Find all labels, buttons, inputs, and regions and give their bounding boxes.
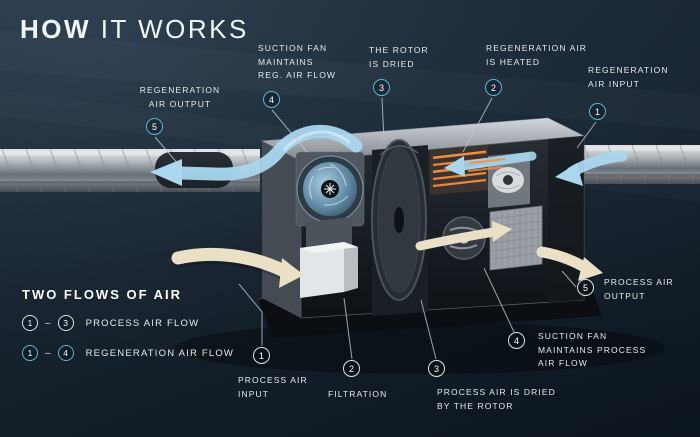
suction-fan-regeneration bbox=[295, 151, 365, 227]
regeneration-airflow-arrows bbox=[150, 124, 628, 186]
label-rotor-dried: THE ROTOR IS DRIED bbox=[369, 45, 429, 69]
honeycomb-filter bbox=[489, 205, 543, 271]
label-process-output: PROCESS AIR OUTPUT bbox=[604, 277, 674, 301]
callout-circle-process-input: 1 bbox=[253, 347, 270, 364]
callout-circle-suction-fan-regen: 4 bbox=[263, 91, 280, 108]
callout-number: 2 bbox=[348, 363, 354, 374]
callout-number: 4 bbox=[268, 94, 274, 105]
callout-lines bbox=[154, 97, 597, 360]
title-rest: IT WORKS bbox=[91, 14, 249, 44]
label-regen-heated: REGENERATION AIR IS HEATED bbox=[486, 43, 588, 67]
legend-number: 1 bbox=[27, 318, 33, 328]
legend-circle-process-end: 3 bbox=[57, 315, 74, 331]
regeneration-blower bbox=[488, 152, 530, 208]
legend-number: 3 bbox=[63, 318, 68, 328]
legend-row-process: 1 – 3 PROCESS AIR FLOW bbox=[22, 315, 199, 331]
callout-circle-regen-output: 5 bbox=[146, 118, 163, 135]
legend-dash: – bbox=[45, 347, 51, 359]
process-airflow-arrows bbox=[171, 221, 603, 288]
callout-number: 3 bbox=[378, 82, 384, 93]
legend-label-regeneration: REGENERATION AIR FLOW bbox=[85, 347, 235, 359]
callout-number: 2 bbox=[490, 82, 496, 93]
callout-number: 5 bbox=[582, 282, 588, 293]
label-regeneration-air-output: REGENERATION AIR OUTPUT bbox=[139, 85, 221, 109]
callout-number: 3 bbox=[433, 363, 439, 374]
legend-dash: – bbox=[45, 317, 51, 329]
callout-number: 4 bbox=[513, 335, 519, 346]
label-suction-fan-process: SUCTION FAN MAINTAINS PROCESS AIR FLOW bbox=[538, 331, 647, 369]
callout-number: 5 bbox=[151, 121, 157, 132]
callout-circle-suction-fan-process: 4 bbox=[508, 332, 525, 349]
callout-circle-rotor-dried: 3 bbox=[373, 79, 390, 96]
callout-circle-filtration: 2 bbox=[343, 360, 360, 377]
machine-body bbox=[260, 117, 586, 319]
legend-row-regeneration: 1 – 4 REGENERATION AIR FLOW bbox=[22, 345, 234, 361]
label-process-dried: PROCESS AIR IS DRIED BY THE ROTOR bbox=[437, 387, 556, 411]
legend-number: 1 bbox=[27, 348, 33, 358]
label-process-input: PROCESS AIR INPUT bbox=[238, 375, 308, 399]
legend-circle-process-start: 1 bbox=[22, 315, 38, 331]
label-regen-input: REGENERATION AIR INPUT bbox=[588, 65, 669, 89]
callout-circle-regen-input: 1 bbox=[589, 103, 606, 120]
label-filtration: FILTRATION bbox=[328, 389, 388, 399]
callout-circle-process-dried: 3 bbox=[428, 360, 445, 377]
legend-number: 4 bbox=[63, 348, 68, 358]
legend-heading: TWO FLOWS OF AIR bbox=[22, 287, 183, 302]
rotor bbox=[371, 139, 428, 316]
label-suction-fan-regen: SUCTION FAN MAINTAINS REG. AIR FLOW bbox=[258, 43, 337, 81]
legend-circle-regen-end: 4 bbox=[57, 345, 74, 361]
title-bold: HOW bbox=[20, 14, 92, 44]
callout-circle-regen-heated: 2 bbox=[485, 79, 502, 96]
legend-label-process: PROCESS AIR FLOW bbox=[85, 317, 200, 329]
page-title: HOW IT WORKS bbox=[20, 14, 249, 45]
process-filter-box bbox=[300, 217, 358, 298]
callout-circle-process-output: 5 bbox=[577, 279, 594, 296]
legend-circle-regen-start: 1 bbox=[22, 345, 38, 361]
callout-number: 1 bbox=[594, 106, 600, 117]
callout-number: 1 bbox=[258, 350, 264, 361]
